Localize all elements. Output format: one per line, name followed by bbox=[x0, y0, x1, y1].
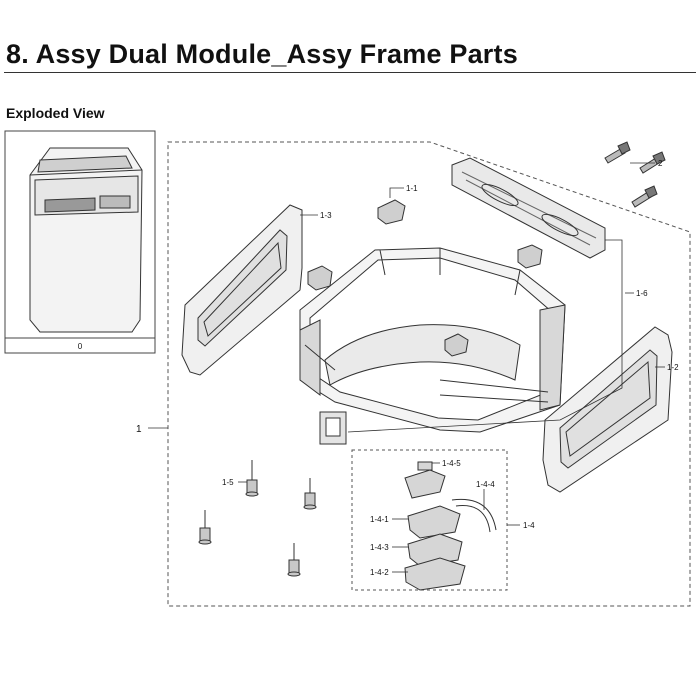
part-label-2: 2 bbox=[658, 159, 663, 168]
part-label-1-4-1: 1-4-1 bbox=[370, 515, 389, 524]
leader-lines bbox=[148, 162, 665, 573]
washer-thumbnail-image bbox=[29, 147, 143, 333]
right-side-panel bbox=[542, 326, 673, 493]
drain-subassembly-parts bbox=[404, 461, 497, 591]
part-label-1-4: 1-4 bbox=[523, 521, 535, 530]
screws bbox=[604, 141, 666, 208]
frame-base bbox=[299, 247, 566, 433]
center-cover bbox=[319, 411, 347, 445]
part-label-1-6: 1-6 bbox=[636, 289, 648, 298]
part-label-1-3: 1-3 bbox=[320, 211, 332, 220]
thumbnail-label: 0 bbox=[78, 342, 83, 351]
drain-subassembly-box bbox=[351, 449, 508, 591]
part-label-1-1: 1-1 bbox=[406, 184, 418, 193]
part-label-1-4-3: 1-4-3 bbox=[370, 543, 389, 552]
rear-rail bbox=[451, 157, 606, 259]
frame-brackets bbox=[307, 199, 543, 357]
page-title: 8. Assy Dual Module_Assy Frame Parts bbox=[6, 39, 518, 69]
leveling-legs bbox=[198, 460, 317, 577]
part-label-1: 1 bbox=[136, 424, 142, 435]
section-label: Exploded View bbox=[6, 105, 105, 121]
part-label-1-4-5: 1-4-5 bbox=[442, 459, 461, 468]
title-underline bbox=[4, 72, 696, 73]
part-label-1-4-2: 1-4-2 bbox=[370, 568, 389, 577]
part-label-1-4-4: 1-4-4 bbox=[476, 480, 495, 489]
thumbnail-panel: 0 bbox=[4, 130, 156, 354]
part-label-1-2: 1-2 bbox=[667, 363, 679, 372]
left-side-panel bbox=[181, 204, 303, 376]
part-label-1-5: 1-5 bbox=[222, 478, 234, 487]
assembly-outline bbox=[167, 141, 691, 607]
